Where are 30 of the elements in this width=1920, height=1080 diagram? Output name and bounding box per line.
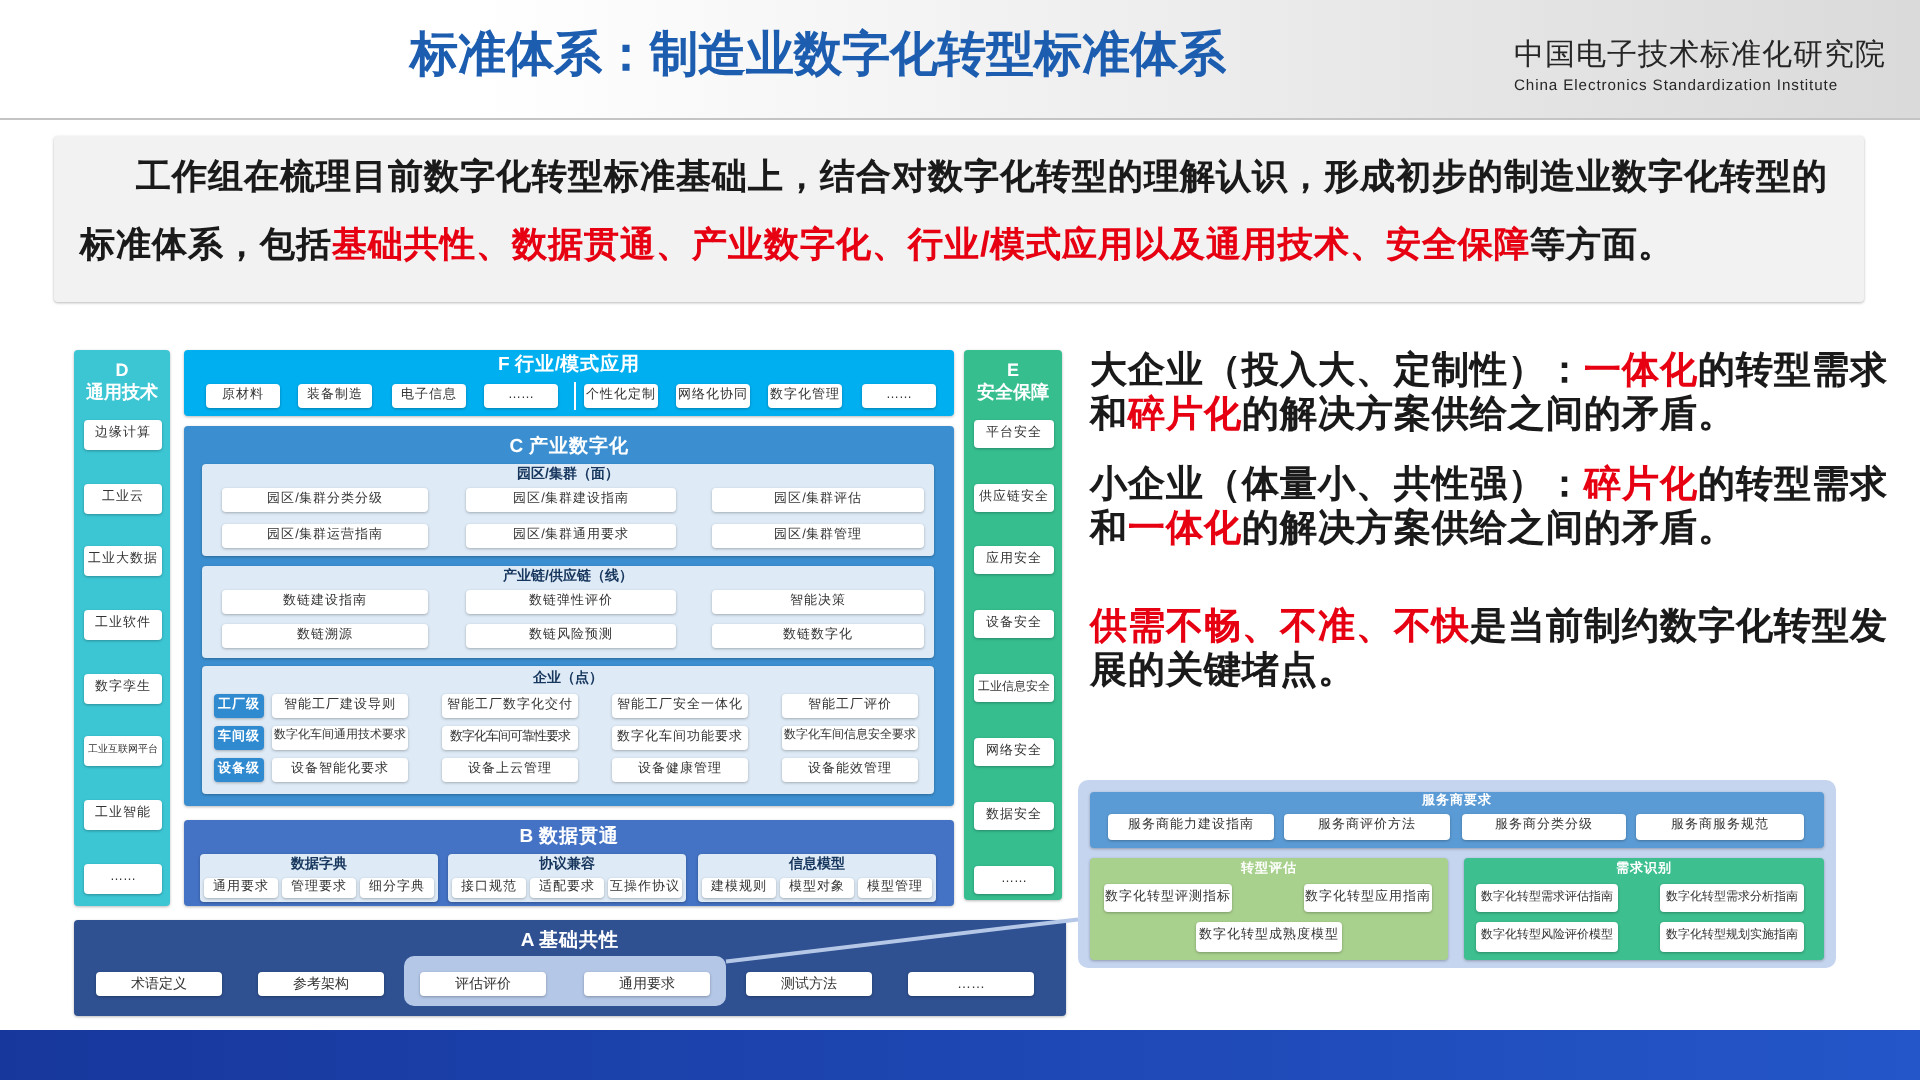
group-panel <box>698 854 936 902</box>
side-panel <box>964 350 1062 900</box>
analysis-text: 小企业（体量小、共性强）：碎片化的转型需求和一体化的解决方案供给之间的矛盾。 <box>1090 462 1890 550</box>
analysis-text: 供需不畅、不准、不快是当前制约数字化转型发展的关键堵点。 <box>1090 604 1890 692</box>
panel-title: E 安全保障 <box>975 360 1051 404</box>
layer-panel <box>184 350 954 416</box>
side-panel <box>74 350 170 906</box>
layer-panel <box>184 820 954 906</box>
panel-title: A 基础共性 <box>520 930 620 953</box>
group-panel <box>1090 858 1448 960</box>
callout-panel <box>1078 780 1836 968</box>
group-panel <box>202 666 934 794</box>
group-panel <box>202 566 934 658</box>
layer-panel <box>184 426 954 806</box>
group-panel <box>202 464 934 556</box>
slide-title: 标准体系：制造业数字化转型标准体系 <box>410 26 1226 86</box>
panel-title: D 通用技术 <box>84 360 160 404</box>
org-name: 中国电子技术标准化研究院 <box>1514 38 1886 74</box>
group-panel <box>200 854 438 902</box>
panel-title: C 产业数字化 <box>509 436 629 459</box>
panel-title: F 行业/模式应用 <box>497 354 641 377</box>
layer-panel <box>74 920 1066 1016</box>
panel-title: B 数据贯通 <box>519 826 619 849</box>
group-panel <box>448 854 686 902</box>
callout-line <box>725 917 1079 964</box>
intro-panel: 工作组在梳理目前数字化转型标准基础上，结合对数字化转型的理解认识，形成初步的制造业数字化转型的标准体系，包括基础共性、数据贯通、产业数字化、行业/模式应用以及通用技术、安全保障等方面。 <box>54 136 1864 302</box>
highlight-area <box>404 956 726 1006</box>
group-panel <box>1464 858 1824 960</box>
group-panel <box>1090 792 1824 848</box>
analysis-text: 大企业（投入大、定制性）：一体化的转型需求和碎片化的解决方案供给之间的矛盾。 <box>1090 348 1890 436</box>
